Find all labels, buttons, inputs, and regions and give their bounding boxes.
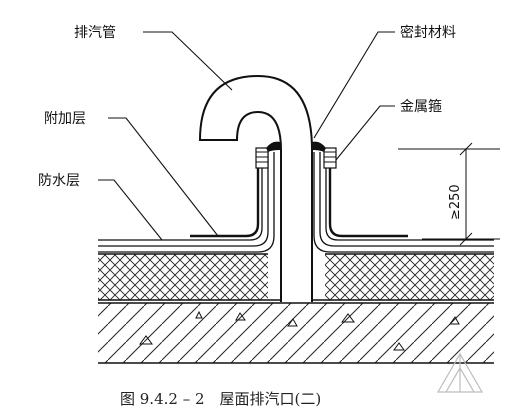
dimension-label: ≥250 — [448, 184, 463, 220]
figure-caption: 图 9.4.2 – 2 屋面排汽口(二) — [120, 390, 322, 408]
waterproof-membrane — [98, 152, 494, 253]
concrete-slab — [98, 302, 494, 364]
label-waterproof-layer: 防水层 — [38, 173, 80, 189]
exhaust-pipe — [198, 74, 313, 302]
dimension-line — [398, 142, 500, 246]
leader-lines — [98, 31, 395, 241]
label-metal-hoop: 金属箍 — [400, 99, 442, 115]
sealing-material — [266, 141, 326, 152]
watermark-logo — [436, 352, 484, 393]
label-exhaust-pipe: 排汽管 — [74, 25, 116, 41]
label-additional-layer: 附加层 — [44, 111, 86, 127]
metal-hoop — [255, 147, 337, 169]
label-sealing-material: 密封材料 — [400, 25, 456, 41]
insulation-layer — [98, 253, 494, 301]
additional-layer — [190, 152, 408, 238]
